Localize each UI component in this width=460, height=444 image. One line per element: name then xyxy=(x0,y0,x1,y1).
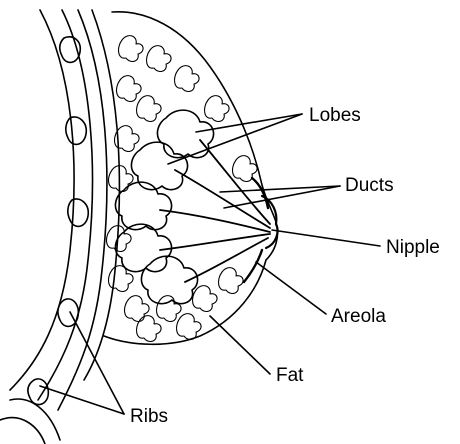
label-lobes: Lobes xyxy=(309,106,361,125)
label-ribs: Ribs xyxy=(130,407,168,426)
leader-lines xyxy=(40,114,380,414)
label-fat: Fat xyxy=(276,366,303,385)
fat-tissue xyxy=(107,36,258,342)
label-ducts: Ducts xyxy=(345,176,394,195)
chest-wall xyxy=(0,10,119,444)
label-areola: Areola xyxy=(331,307,386,326)
label-nipple: Nipple xyxy=(386,238,440,257)
rib-sections xyxy=(28,37,88,405)
